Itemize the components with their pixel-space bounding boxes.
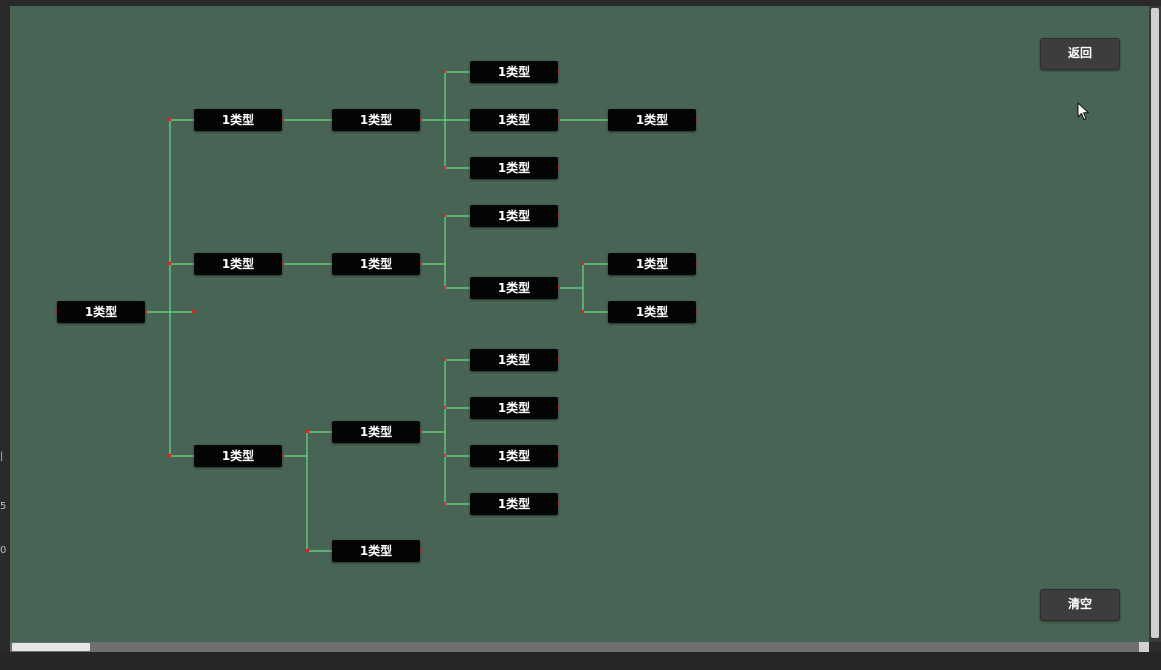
port-dot <box>557 118 560 121</box>
vertical-scrollbar-thumb[interactable] <box>1151 8 1159 638</box>
port-dot <box>695 310 698 313</box>
flow-canvas[interactable]: 1类型 1类型 1类型 1类型 1类型 1类型 1类型 1类型 1类型 1类型 … <box>10 6 1149 642</box>
tree-diagram: 1类型 1类型 1类型 1类型 1类型 1类型 1类型 1类型 1类型 1类型 … <box>10 6 1149 642</box>
port-dot <box>557 70 560 73</box>
port-dot <box>557 166 560 169</box>
port-dot <box>192 310 195 313</box>
port-dot <box>557 358 560 361</box>
gutter-glyph: 5 <box>0 501 7 512</box>
left-gutter: | 5 0 '1 <box>0 6 10 670</box>
port-dot <box>557 406 560 409</box>
port-dot <box>306 430 309 433</box>
tree-node[interactable]: 1类型 <box>470 109 558 131</box>
port-dot <box>557 286 560 289</box>
port-dot <box>443 358 446 361</box>
port-dot <box>419 118 422 121</box>
port-dot <box>281 262 284 265</box>
tree-node-root[interactable]: 1类型 <box>57 301 145 323</box>
tree-node[interactable]: 1类型 <box>194 253 282 275</box>
tree-node[interactable]: 1类型 <box>470 157 558 179</box>
horizontal-scrollbar-thumb[interactable] <box>12 643 90 651</box>
mouse-cursor-icon <box>1077 102 1089 120</box>
port-dot <box>144 310 147 313</box>
port-dot <box>557 502 560 505</box>
horizontal-scrollbar[interactable] <box>10 642 1149 652</box>
port-dot <box>55 310 58 313</box>
port-dot <box>443 70 446 73</box>
tree-node[interactable]: 1类型 <box>332 109 420 131</box>
port-dot <box>695 262 698 265</box>
tree-node[interactable]: 1类型 <box>194 109 282 131</box>
scrollbar-corner <box>1139 642 1149 652</box>
port-dot <box>443 502 446 505</box>
tree-node[interactable]: 1类型 <box>470 397 558 419</box>
gutter-glyph: | <box>0 451 4 462</box>
ports <box>55 70 698 552</box>
tree-node[interactable]: 1类型 <box>470 61 558 83</box>
bottom-strip <box>0 652 1161 670</box>
tree-node[interactable]: 1类型 <box>332 540 420 562</box>
top-bar <box>0 0 1161 6</box>
port-dot <box>168 118 171 121</box>
port-dot <box>581 262 584 265</box>
port-dot <box>557 214 560 217</box>
gutter-glyph: 0 <box>0 545 7 556</box>
port-dot <box>419 549 422 552</box>
port-dot <box>281 118 284 121</box>
connectors <box>146 71 608 552</box>
port-dot <box>168 262 171 265</box>
port-dot <box>443 214 446 217</box>
tree-node[interactable]: 1类型 <box>608 301 696 323</box>
tree-node[interactable]: 1类型 <box>608 109 696 131</box>
tree-node[interactable]: 1类型 <box>332 253 420 275</box>
port-dot <box>443 406 446 409</box>
port-dot <box>443 166 446 169</box>
port-dot <box>443 286 446 289</box>
tree-node[interactable]: 1类型 <box>470 277 558 299</box>
connector-layer <box>55 70 698 552</box>
tree-node[interactable]: 1类型 <box>608 253 696 275</box>
port-dot <box>168 454 171 457</box>
clear-button[interactable]: 清空 <box>1040 589 1120 621</box>
back-button[interactable]: 返回 <box>1040 38 1120 70</box>
tree-node[interactable]: 1类型 <box>470 205 558 227</box>
tree-node[interactable]: 1类型 <box>470 349 558 371</box>
tree-node[interactable]: 1类型 <box>470 445 558 467</box>
port-dot <box>443 454 446 457</box>
port-dot <box>419 430 422 433</box>
port-dot <box>306 549 309 552</box>
vertical-scrollbar[interactable] <box>1149 6 1161 642</box>
tree-node[interactable]: 1类型 <box>470 493 558 515</box>
port-dot <box>281 454 284 457</box>
port-dot <box>695 118 698 121</box>
port-dot <box>557 454 560 457</box>
tree-node[interactable]: 1类型 <box>332 421 420 443</box>
tree-node[interactable]: 1类型 <box>194 445 282 467</box>
port-dot <box>581 310 584 313</box>
port-dot <box>419 262 422 265</box>
